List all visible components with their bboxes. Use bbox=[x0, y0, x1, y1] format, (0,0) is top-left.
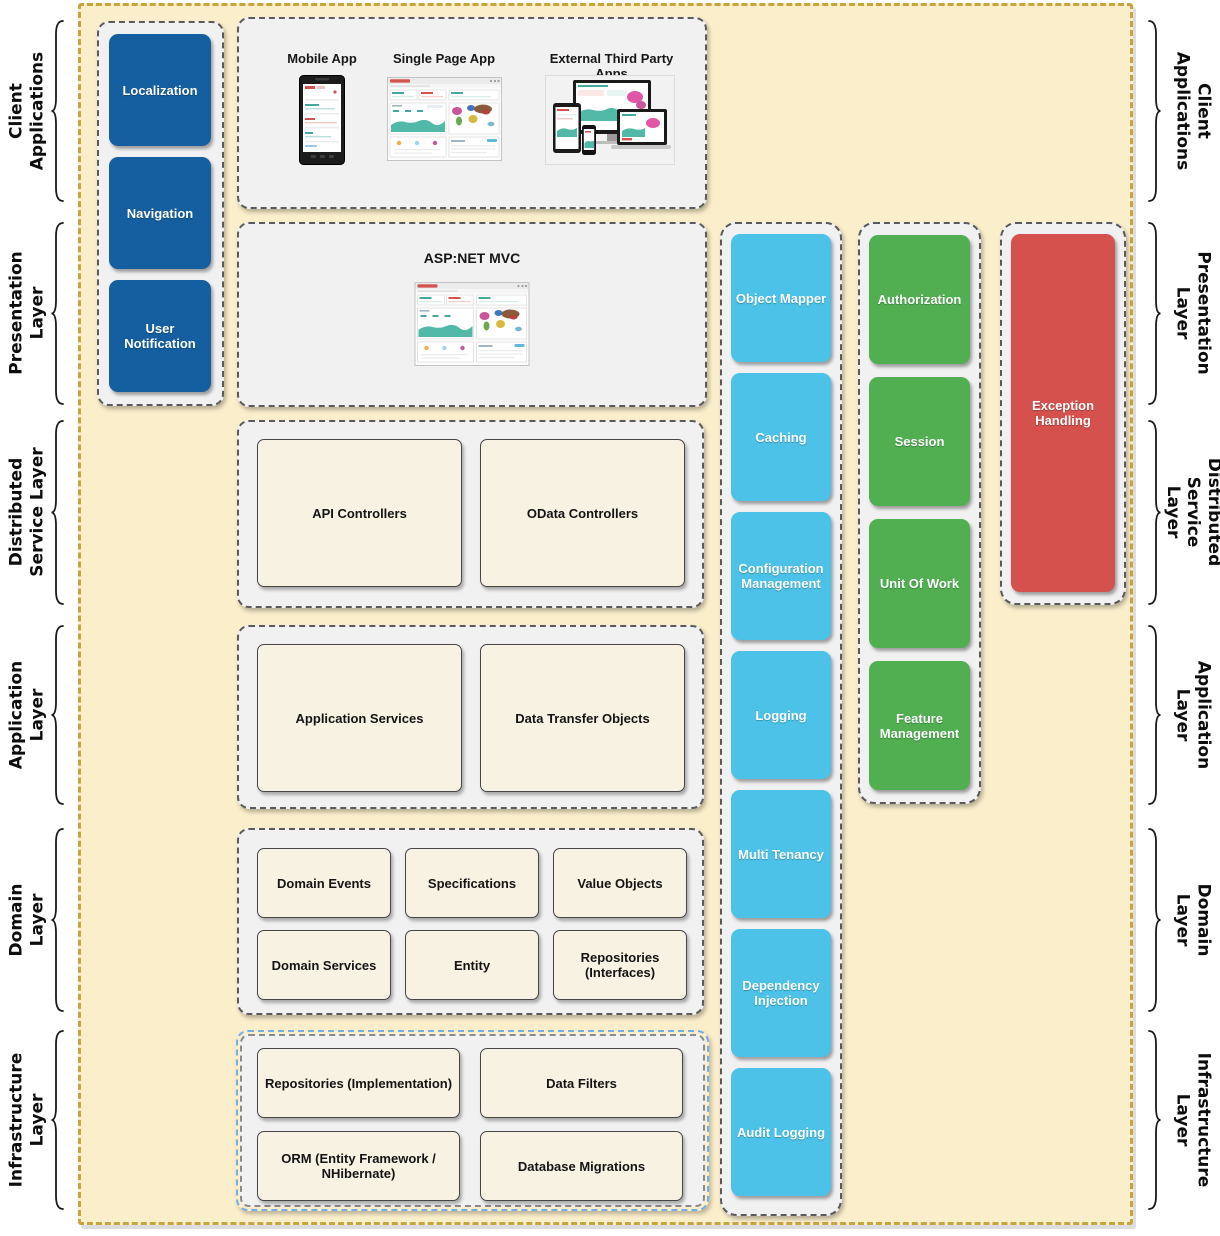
layer-label-domain-right: Domain Layer bbox=[1173, 883, 1214, 957]
box-caching: Caching bbox=[731, 373, 831, 501]
box-audit-logging: Audit Logging bbox=[731, 1068, 831, 1196]
layer-label-distributed-service: Distributed Service Layer bbox=[6, 447, 47, 577]
box-data-transfer-objects: Data Transfer Objects bbox=[480, 644, 685, 792]
box-value-objects: Value Objects bbox=[553, 848, 687, 918]
box-domain-services: Domain Services bbox=[257, 930, 391, 1000]
box-orm: ORM (Entity Framework / NHibernate) bbox=[257, 1131, 460, 1201]
box-odata-controllers: OData Controllers bbox=[480, 439, 685, 587]
box-multi-tenancy: Multi Tenancy bbox=[731, 790, 831, 918]
brace-presentation-right bbox=[1148, 222, 1161, 405]
aspects-column: Authorization Session Unit Of Work Featu… bbox=[858, 222, 981, 804]
single-page-app-label: Single Page App bbox=[392, 51, 496, 66]
brace-distributed-left bbox=[51, 420, 64, 605]
brace-infrastructure-right bbox=[1148, 1030, 1161, 1210]
layer-label-presentation: Presentation Layer bbox=[6, 251, 47, 375]
layer-label-infrastructure-right: Infrastructure Layer bbox=[1173, 1052, 1214, 1188]
presentation-toolbox-container: Localization Navigation User Notificatio… bbox=[97, 21, 224, 406]
application-layer-container: Application Services Data Transfer Objec… bbox=[237, 625, 704, 809]
infrastructure-layer-inner: Repositories (Implementation) Data Filte… bbox=[240, 1034, 705, 1207]
client-applications-container: Mobile App Single Page App External Thir… bbox=[237, 17, 707, 209]
layer-label-infrastructure: Infrastructure Layer bbox=[6, 1052, 47, 1188]
box-database-migrations: Database Migrations bbox=[480, 1131, 683, 1201]
box-session: Session bbox=[869, 377, 970, 506]
box-repositories-implementation: Repositories (Implementation) bbox=[257, 1048, 460, 1118]
box-repositories-interfaces: Repositories (Interfaces) bbox=[553, 930, 687, 1000]
mvc-app-image bbox=[414, 282, 530, 366]
brace-domain-right bbox=[1148, 828, 1161, 1012]
exception-column: Exception Handling bbox=[1000, 222, 1126, 605]
distributed-service-container: API Controllers OData Controllers bbox=[237, 420, 704, 608]
box-configuration-management: Configuration Management bbox=[731, 512, 831, 640]
box-user-notification: User Notification bbox=[109, 280, 211, 392]
infrastructure-layer-container: Repositories (Implementation) Data Filte… bbox=[236, 1030, 709, 1211]
box-navigation: Navigation bbox=[109, 157, 211, 269]
brace-application-right bbox=[1148, 625, 1161, 805]
box-data-filters: Data Filters bbox=[480, 1048, 683, 1118]
box-object-mapper: Object Mapper bbox=[731, 234, 831, 362]
box-unit-of-work: Unit Of Work bbox=[869, 519, 970, 648]
mvc-container: ASP:NET MVC bbox=[237, 222, 707, 407]
layer-label-application-right: Application Layer bbox=[1173, 660, 1214, 770]
box-dependency-injection: Dependency Injection bbox=[731, 929, 831, 1057]
external-apps-image bbox=[545, 75, 675, 165]
mobile-app-label: Mobile App bbox=[287, 51, 357, 66]
box-entity: Entity bbox=[405, 930, 539, 1000]
brace-distributed-right bbox=[1148, 420, 1161, 605]
box-application-services: Application Services bbox=[257, 644, 462, 792]
brace-application-left bbox=[51, 625, 64, 805]
layer-label-domain: Domain Layer bbox=[6, 883, 47, 957]
box-api-controllers: API Controllers bbox=[257, 439, 462, 587]
box-specifications: Specifications bbox=[405, 848, 539, 918]
box-feature-management: Feature Management bbox=[869, 661, 970, 790]
brace-client-applications-right bbox=[1148, 20, 1161, 202]
layer-label-distributed-service-right: Distributed Service Layer bbox=[1162, 457, 1220, 567]
brace-presentation-left bbox=[51, 222, 64, 405]
brace-domain-left bbox=[51, 828, 64, 1012]
box-logging: Logging bbox=[731, 651, 831, 779]
brace-infrastructure-left bbox=[51, 1030, 64, 1210]
layer-label-client-applications: Client Applications bbox=[6, 51, 47, 171]
layer-label-presentation-right: Presentation Layer bbox=[1173, 251, 1214, 375]
brace-client-applications-left bbox=[51, 20, 64, 202]
box-exception-handling: Exception Handling bbox=[1011, 234, 1115, 592]
layer-label-application: Application Layer bbox=[6, 660, 47, 770]
layer-label-client-applications-right: Client Applications bbox=[1173, 51, 1214, 171]
cross-cutting-column: Object Mapper Caching Configuration Mana… bbox=[720, 222, 842, 1216]
domain-layer-container: Domain Events Specifications Value Objec… bbox=[237, 828, 704, 1015]
mvc-title: ASP:NET MVC bbox=[423, 250, 521, 266]
single-page-app-image bbox=[387, 77, 502, 161]
mobile-app-image bbox=[299, 75, 345, 165]
box-authorization: Authorization bbox=[869, 235, 970, 364]
box-domain-events: Domain Events bbox=[257, 848, 391, 918]
box-localization: Localization bbox=[109, 34, 211, 146]
